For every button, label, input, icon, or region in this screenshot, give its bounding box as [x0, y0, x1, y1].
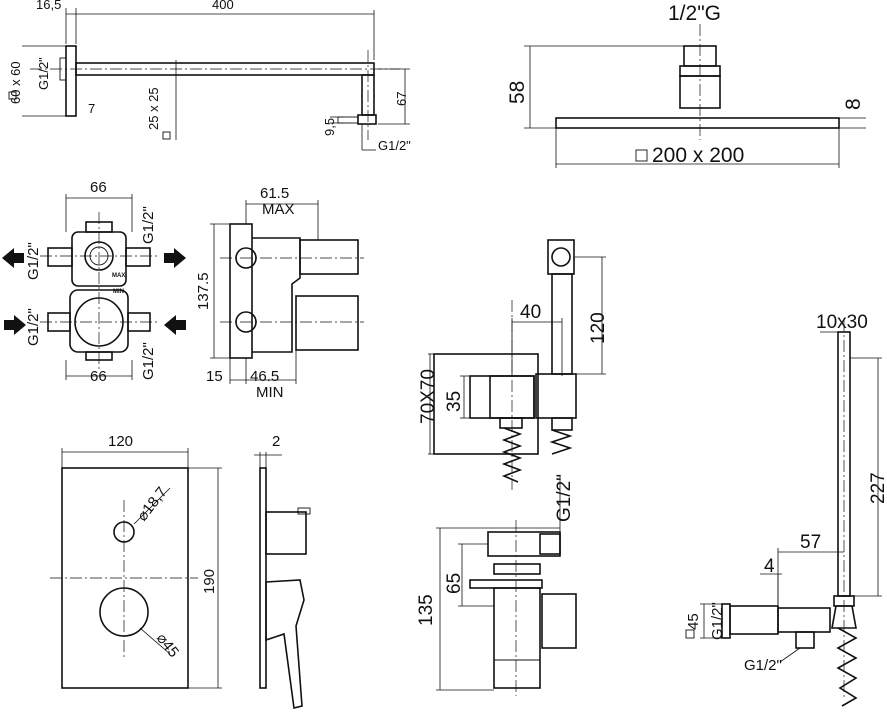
hand-dim-227: 227	[868, 472, 887, 504]
shower-head-view: 1/2"G 58 8 200 x 200	[506, 2, 866, 168]
arm-dim-g12: G1/2"	[36, 57, 51, 90]
arm-dim-25x25: 25 x 25	[146, 87, 161, 130]
arm-wall-flange	[65, 45, 77, 117]
hand-dim-g12-bottom: G1/2"	[744, 657, 782, 674]
arm-dim-67: 67	[394, 92, 409, 106]
side-dim-137-5: 137.5	[195, 272, 212, 310]
mixer-body	[493, 587, 541, 689]
body-g12-left-bottom: G1/2"	[25, 308, 42, 346]
diverter-knob	[265, 511, 307, 555]
arrow-in-right-bottom-icon	[164, 315, 186, 335]
hand-hose	[836, 627, 858, 707]
hand-square-symbol	[685, 629, 695, 639]
head-plate	[555, 117, 840, 129]
holder-elbow	[535, 373, 577, 419]
body-left-inlet-top	[47, 247, 73, 267]
arm-dim-7: 7	[88, 101, 95, 116]
head-dim-8: 8	[842, 98, 865, 110]
side-flange	[229, 223, 253, 359]
arrow-in-left-bottom-icon	[4, 315, 26, 335]
plate-dim-d45: ⌀45	[153, 630, 182, 661]
body-right-outlet-top	[125, 247, 151, 267]
arm-dim-9-5: 9,5	[322, 118, 337, 136]
body-dim-66-bottom: 66	[90, 368, 107, 385]
side-dim-61-5: 61.5	[260, 185, 289, 202]
body-side-view: 61.5 MAX 137.5 15 46.5 MIN	[195, 185, 364, 401]
side-max-label: MAX	[262, 201, 295, 218]
arrow-out-left-top-icon	[2, 248, 24, 268]
hand-dim-57: 57	[800, 532, 821, 553]
arm-outlet-fitting	[357, 114, 377, 125]
mixer-top-body	[487, 531, 561, 557]
head-dim-thread: 1/2"G	[668, 2, 721, 25]
faceplate-side-view: 2	[254, 433, 311, 709]
faceplate-front-view: 120 190 ⌀18,7 ⌀45	[50, 433, 222, 689]
mixer-side-view: G1/2" 65 135	[416, 474, 577, 696]
hand-shower-view: 10x30 227 57 4 45 G1/2" G1/2"	[685, 312, 887, 707]
outlet-dim-g12: G1/2"	[554, 474, 575, 522]
head-dim-58: 58	[506, 81, 529, 104]
side-body-outline	[252, 237, 301, 353]
body-g12-left-top: G1/2"	[25, 242, 42, 280]
outlet-dim-65: 65	[444, 573, 465, 594]
hand-dim-4: 4	[764, 556, 775, 577]
mixer-handle-side	[541, 593, 577, 649]
plate-dim-2: 2	[272, 433, 280, 450]
arm-dim-60x60: 60 x 60	[8, 61, 23, 104]
outlet-dim-35: 35	[444, 391, 465, 412]
hand-holder-bracket	[777, 607, 831, 633]
hand-wall-outlet	[729, 605, 779, 635]
plate-side-edge	[259, 467, 267, 689]
side-dim-15: 15	[206, 368, 223, 385]
arm-outlet-thread	[337, 116, 359, 124]
arm-dim-400: 400	[212, 0, 234, 12]
body-front-view: 66 66 G1/2" G1/2" G1/2" G1/2" MAX MIN	[2, 179, 186, 385]
outlet-flange	[433, 353, 539, 455]
side-min-label: MIN	[256, 384, 284, 401]
wall-outlet-holder-view: 40 120 70X70 35	[418, 239, 609, 490]
body-g12-right-top: G1/2"	[140, 206, 157, 244]
plate-dim-190: 190	[201, 569, 218, 594]
arm-dim-g12-bottom: G1/2"	[378, 138, 411, 153]
body-g12-right-bottom: G1/2"	[140, 342, 157, 380]
arm-square-symbol-2	[162, 131, 171, 140]
side-cartridge-top	[299, 239, 359, 275]
mixer-handle	[265, 579, 305, 709]
outlet-dim-135: 135	[416, 594, 437, 626]
head-dim-200x200: 200 x 200	[652, 144, 744, 167]
outlet-dim-40: 40	[520, 302, 541, 323]
side-dim-46-5: 46.5	[250, 368, 279, 385]
head-square-symbol	[635, 149, 648, 162]
outlet-dim-120: 120	[588, 312, 609, 344]
shower-arm-view: 16,5 400 60 x 60 G1/2" 7 25 x 25 9,5 67 …	[8, 0, 411, 153]
outlet-hose-right	[549, 429, 573, 455]
body-min-mark: MIN	[113, 289, 124, 295]
outlet-body	[469, 375, 535, 419]
body-max-mark: MAX	[112, 273, 125, 279]
hand-dim-10x30: 10x30	[816, 312, 868, 333]
arm-dim-16-5: 16,5	[36, 0, 61, 12]
arm-square-symbol	[8, 91, 17, 100]
plate-dim-120: 120	[108, 433, 133, 450]
hand-dim-45: 45	[685, 613, 702, 630]
body-dim-66-top: 66	[90, 179, 107, 196]
side-cartridge-bottom	[295, 295, 359, 351]
hand-dim-g12-side: G1/2"	[709, 602, 726, 640]
arrow-out-right-top-icon	[164, 248, 186, 268]
outlet-dim-70x70: 70X70	[418, 369, 439, 424]
plate-dim-d18-7: ⌀18,7	[134, 484, 171, 525]
